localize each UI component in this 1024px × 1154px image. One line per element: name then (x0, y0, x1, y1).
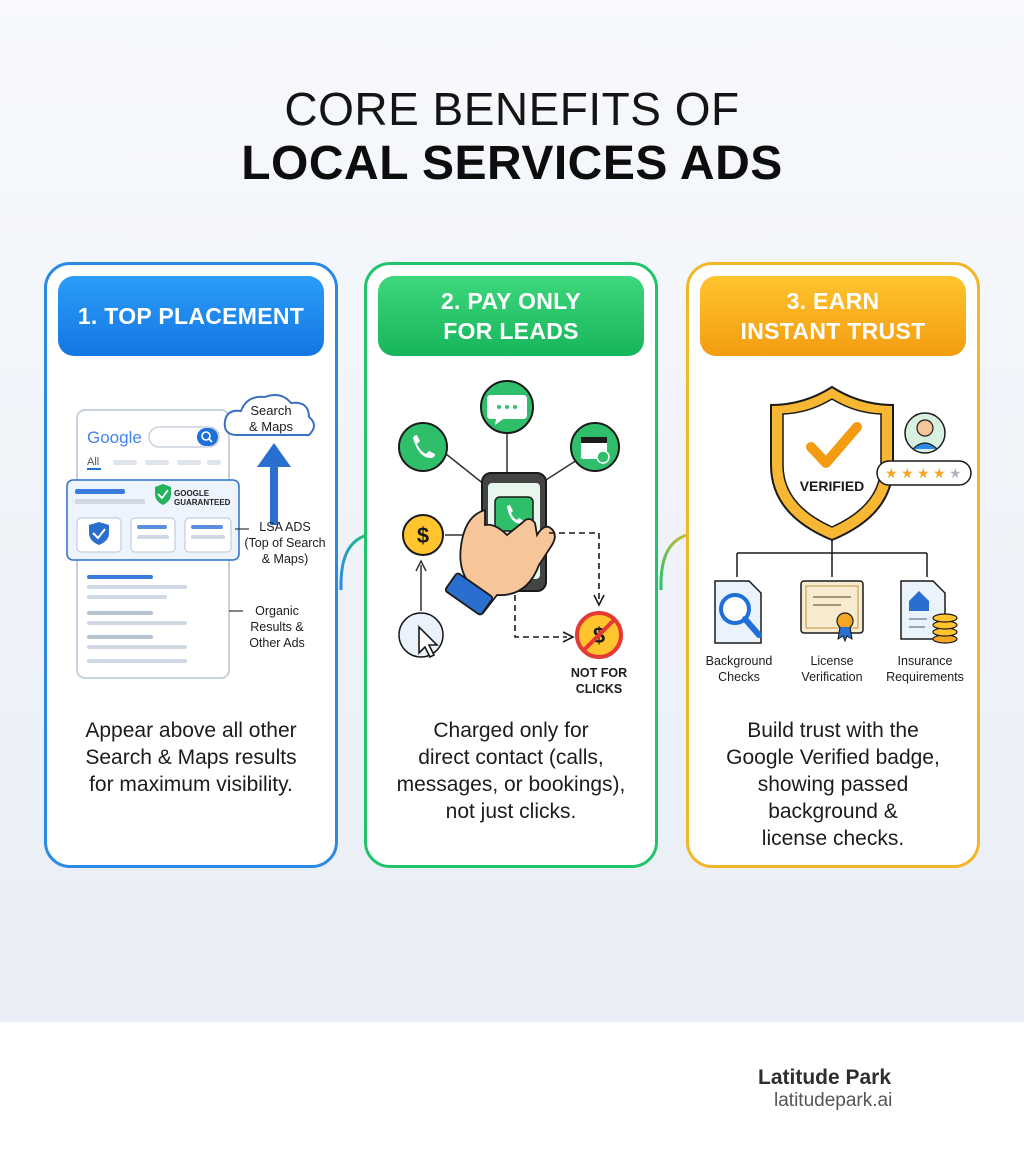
svg-text:$: $ (417, 523, 429, 548)
up-arrow-icon (270, 463, 278, 525)
tab-all: All (87, 456, 99, 468)
card-top-placement: 1. TOP PLACEMENT Google All GOOGLE GUARA… (44, 262, 338, 868)
card-description: Appear above all other Search & Maps res… (85, 719, 297, 796)
card-header: 1. TOP PLACEMENT (58, 276, 324, 356)
svg-text:Other Ads: Other Ads (249, 636, 305, 650)
footer-url[interactable]: latitudepark.ai (774, 1090, 893, 1111)
star-icon: ★ (949, 466, 962, 482)
card-description: Build trust with the Google Verified bad… (726, 719, 940, 850)
svg-text:VERIFIED: VERIFIED (800, 478, 865, 494)
card-header: 2. PAY ONLY FOR LEADS (378, 276, 644, 356)
star-icon: ★ (917, 466, 930, 482)
page-title-line-2: LOCAL SERVICES ADS (241, 137, 783, 190)
svg-text:& Maps: & Maps (249, 419, 294, 434)
svg-text:Requirements: Requirements (886, 670, 964, 684)
license-certificate-icon (800, 580, 864, 634)
svg-text:Checks: Checks (718, 670, 760, 684)
pay-for-leads-illustration: $ $ NOT FOR CLICKS (398, 380, 627, 696)
google-logo: Google (87, 428, 142, 447)
star-icon: ★ (885, 466, 898, 482)
cloud-icon (223, 394, 315, 436)
card-header: 3. EARN INSTANT TRUST (700, 276, 966, 356)
card-description: Charged only for direct contact (calls, … (396, 719, 626, 823)
svg-text:CLICKS: CLICKS (576, 682, 623, 696)
star-icon: ★ (901, 466, 914, 482)
card-earn-instant-trust: 3. EARN INSTANT TRUST VERIFIED ★ ★ ★ ★ ★ (686, 262, 980, 868)
hand-icon (455, 508, 556, 615)
svg-text:Insurance: Insurance (898, 654, 953, 668)
instant-trust-illustration: VERIFIED ★ ★ ★ ★ ★ (706, 385, 972, 684)
svg-text:License: License (810, 654, 853, 668)
svg-text:Results &: Results & (250, 620, 304, 634)
page-title-line-1: CORE BENEFITS OF (284, 83, 740, 135)
svg-text:GUARANTEED: GUARANTEED (174, 498, 231, 507)
dollar-coin-icon (402, 514, 444, 556)
star-icon: ★ (933, 466, 946, 482)
svg-text:Search: Search (250, 403, 291, 418)
top-placement-illustration: Google All GOOGLE GUARANTEED (66, 394, 326, 679)
card-pay-only-for-leads: 2. PAY ONLY FOR LEADS $ (364, 262, 658, 868)
svg-text:NOT FOR: NOT FOR (571, 666, 627, 680)
svg-text:LSA ADS: LSA ADS (259, 520, 310, 534)
svg-text:Background: Background (706, 654, 773, 668)
svg-text:Organic: Organic (255, 604, 299, 618)
svg-text:Verification: Verification (801, 670, 862, 684)
svg-text:(Top of Search: (Top of Search (244, 536, 325, 550)
svg-text:& Maps): & Maps) (262, 552, 309, 566)
svg-text:GOOGLE: GOOGLE (174, 489, 210, 498)
phone-call-icon (398, 422, 448, 472)
star-rating (876, 460, 972, 486)
footer-brand: Latitude Park (758, 1066, 892, 1089)
